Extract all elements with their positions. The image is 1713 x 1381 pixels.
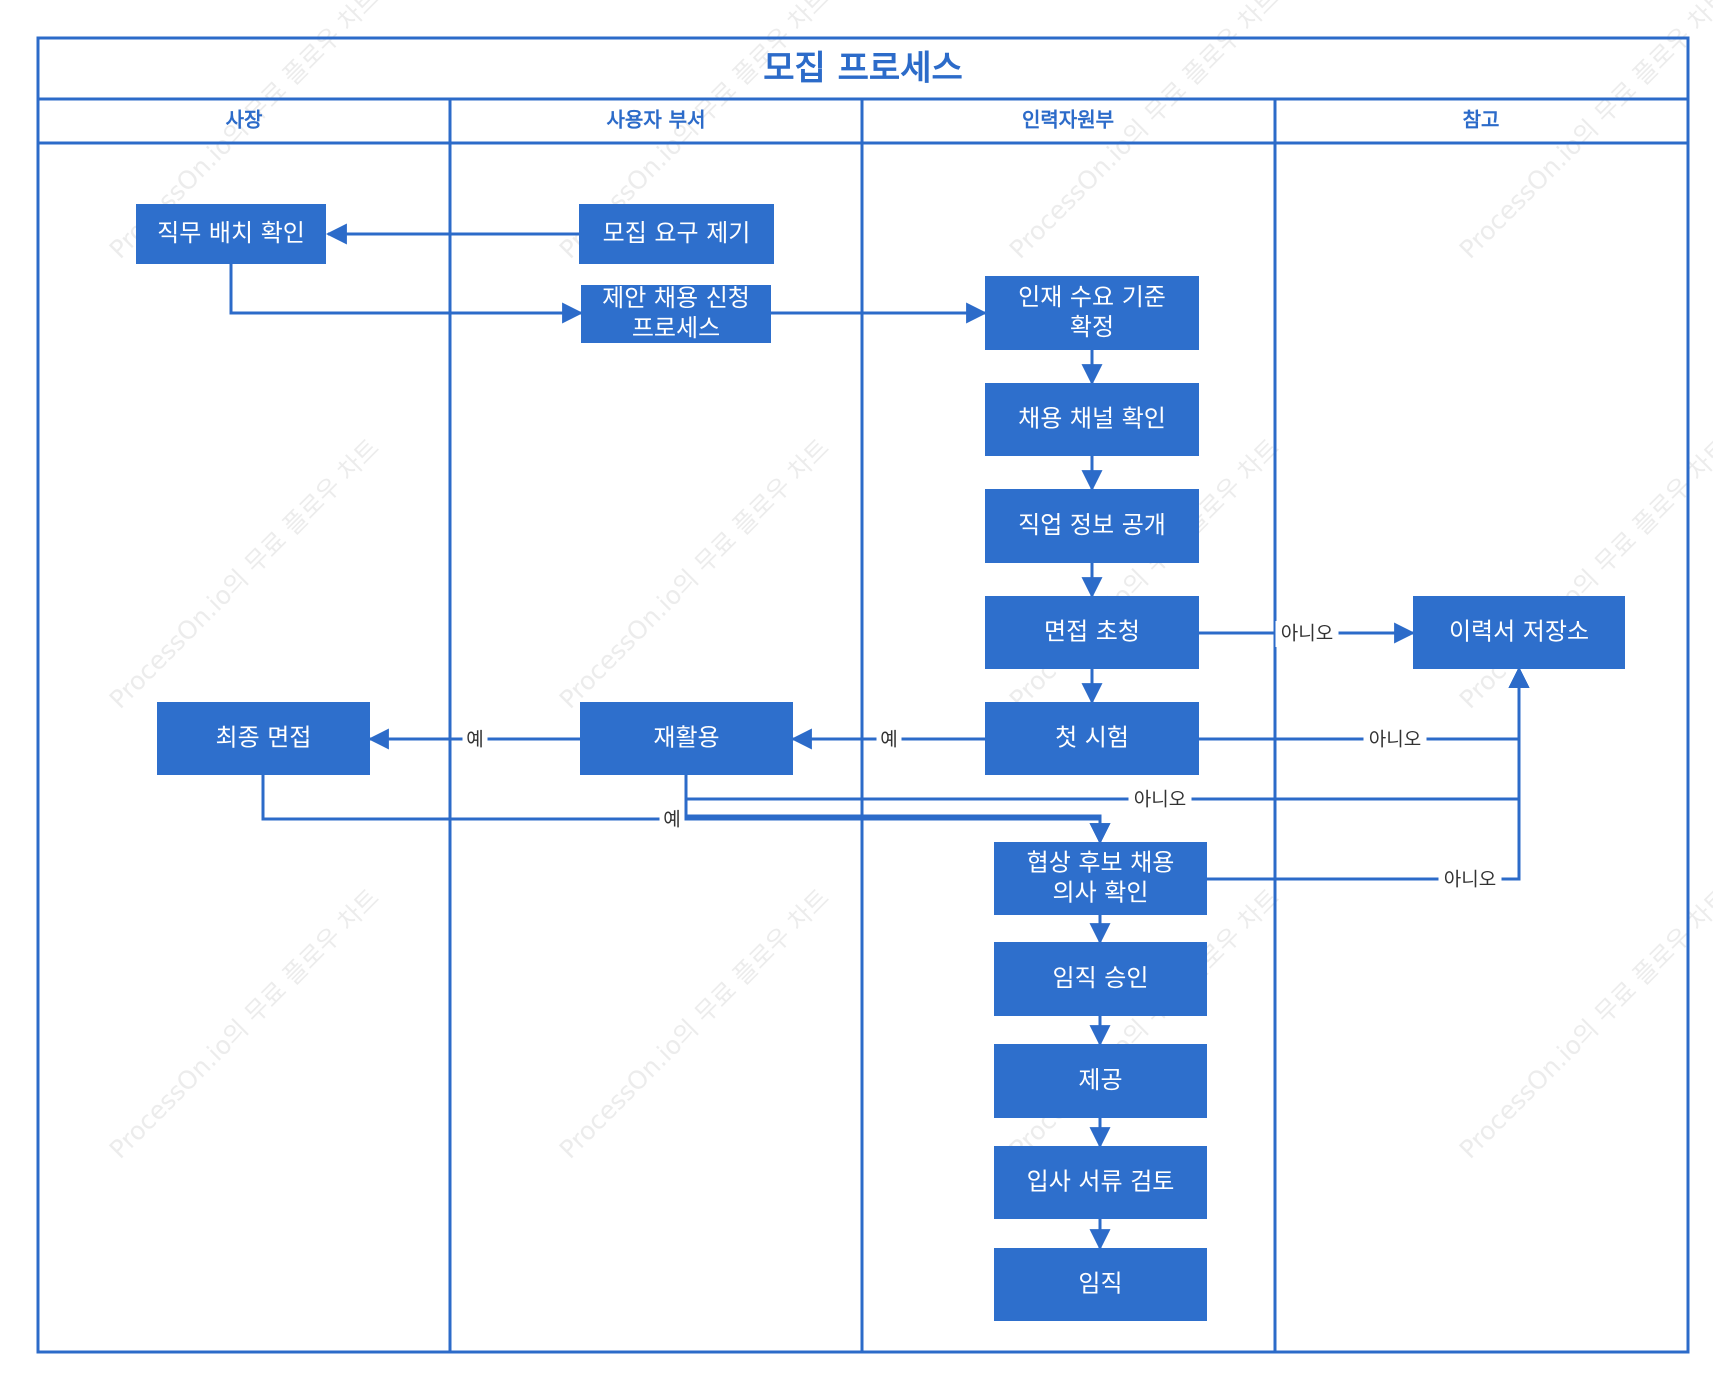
- process-node-label: 임직: [1078, 1270, 1122, 1298]
- edges-layer: [229, 223, 1530, 1251]
- edge-n10-to-n12: [684, 775, 1111, 845]
- lane-header-user-dept: 사용자 부서: [607, 108, 706, 132]
- process-node-label: 임직 승인: [1053, 964, 1149, 992]
- process-node-n8: 이력서 저장소: [1413, 596, 1625, 669]
- process-node-box: [985, 596, 1199, 669]
- process-node-label: 채용 채널 확인: [1018, 405, 1166, 433]
- process-node-n6: 직업 정보 공개: [985, 489, 1199, 563]
- watermark-text: ProcessOn.io의 무료 플로우 차트: [554, 433, 835, 714]
- edge-n1-to-n3: [229, 264, 584, 324]
- process-node-box: [994, 1146, 1207, 1219]
- lane-header-hr: 인력자원부: [1022, 108, 1114, 132]
- process-node-box: [985, 702, 1199, 775]
- edge-label-background: [1438, 867, 1502, 893]
- process-node-n9: 최종 면접: [157, 702, 370, 775]
- watermark-text: ProcessOn.io의 무료 플로우 차트: [554, 883, 835, 1164]
- process-node-box: [579, 204, 774, 264]
- watermark-text: ProcessOn.io의 무료 플로우 차트: [1454, 433, 1713, 714]
- edge-label: 아니오: [1369, 729, 1421, 751]
- process-node-label: 모집 요구 제기: [603, 219, 751, 247]
- process-node-label: 직업 정보 공개: [1018, 511, 1166, 539]
- process-node-box: [136, 204, 326, 264]
- process-node-box: [985, 276, 1199, 350]
- edge-label: 예: [880, 729, 897, 751]
- process-node-label: 면접 초청: [1044, 618, 1140, 646]
- process-node-box: [985, 489, 1199, 563]
- edge-label: 예: [663, 809, 680, 831]
- process-node-box: [994, 942, 1207, 1016]
- watermark-text: ProcessOn.io의 무료 플로우 차트: [1004, 433, 1285, 714]
- lane-header-reference: 참고: [1463, 108, 1500, 132]
- process-node-n2: 모집 요구 제기: [579, 204, 774, 264]
- edge-label-background: [462, 727, 488, 753]
- process-node-label: 이력서 저장소: [1449, 618, 1589, 646]
- watermark-text: ProcessOn.io의 무료 플로우 차트: [104, 433, 385, 714]
- swimlane-frame: [36, 36, 1690, 1354]
- process-node-n10: 재활용: [580, 702, 793, 775]
- process-node-n16: 임직: [994, 1248, 1207, 1321]
- process-node-box: [985, 383, 1199, 456]
- edge-label: 아니오: [1134, 789, 1186, 811]
- process-node-label: 입사 서류 검토: [1027, 1168, 1175, 1196]
- process-node-box: [580, 702, 793, 775]
- edge-label-background: [1275, 621, 1339, 647]
- watermark-text: ProcessOn.io의 무료 플로우 차트: [1454, 0, 1713, 264]
- edge-label: 아니오: [1444, 869, 1496, 891]
- diagram-title: 모집 프로세스: [763, 49, 963, 89]
- process-node-box: [994, 1248, 1207, 1321]
- process-node-box: [994, 1044, 1207, 1118]
- watermark-text: ProcessOn.io의 무료 플로우 차트: [1454, 883, 1713, 1164]
- watermark-layer: ProcessOn.io의 무료 플로우 차트 ProcessOn.io의 무료 …: [104, 0, 1713, 1164]
- edge-n12-to-n8: [1207, 666, 1530, 881]
- process-node-label: 최종 면접: [216, 724, 312, 752]
- process-node-n7: 면접 초청: [985, 596, 1199, 669]
- watermark-text: ProcessOn.io의 무료 플로우 차트: [1004, 883, 1285, 1164]
- process-node-box: [994, 842, 1207, 915]
- process-node-n1: 직무 배치 확인: [136, 204, 326, 264]
- process-node-n14: 제공: [994, 1044, 1207, 1118]
- edge-label-background: [1363, 727, 1427, 753]
- process-node-n11: 첫 시험: [985, 702, 1199, 775]
- edge-label-background: [1128, 787, 1192, 813]
- process-node-box: [1413, 596, 1625, 669]
- process-node-label: 첫 시험: [1055, 724, 1129, 752]
- process-node-label: 재활용: [653, 724, 719, 752]
- process-node-n15: 입사 서류 검토: [994, 1146, 1207, 1219]
- edge-label: 아니오: [1281, 623, 1333, 645]
- process-node-n5: 채용 채널 확인: [985, 383, 1199, 456]
- process-node-label: 제공: [1078, 1066, 1122, 1094]
- edge-label: 예: [466, 729, 483, 751]
- process-node-box: [157, 702, 370, 775]
- process-node-n13: 임직 승인: [994, 942, 1207, 1016]
- process-node-label: 직무 배치 확인: [157, 219, 305, 247]
- watermark-text: ProcessOn.io의 무료 플로우 차트: [104, 883, 385, 1164]
- edge-label-background: [659, 807, 685, 833]
- edge-label-background: [876, 727, 902, 753]
- watermark-text: ProcessOn.io의 무료 플로우 차트: [1004, 0, 1285, 264]
- lane-header-ceo: 사장: [226, 108, 263, 132]
- process-node-box: [581, 285, 771, 343]
